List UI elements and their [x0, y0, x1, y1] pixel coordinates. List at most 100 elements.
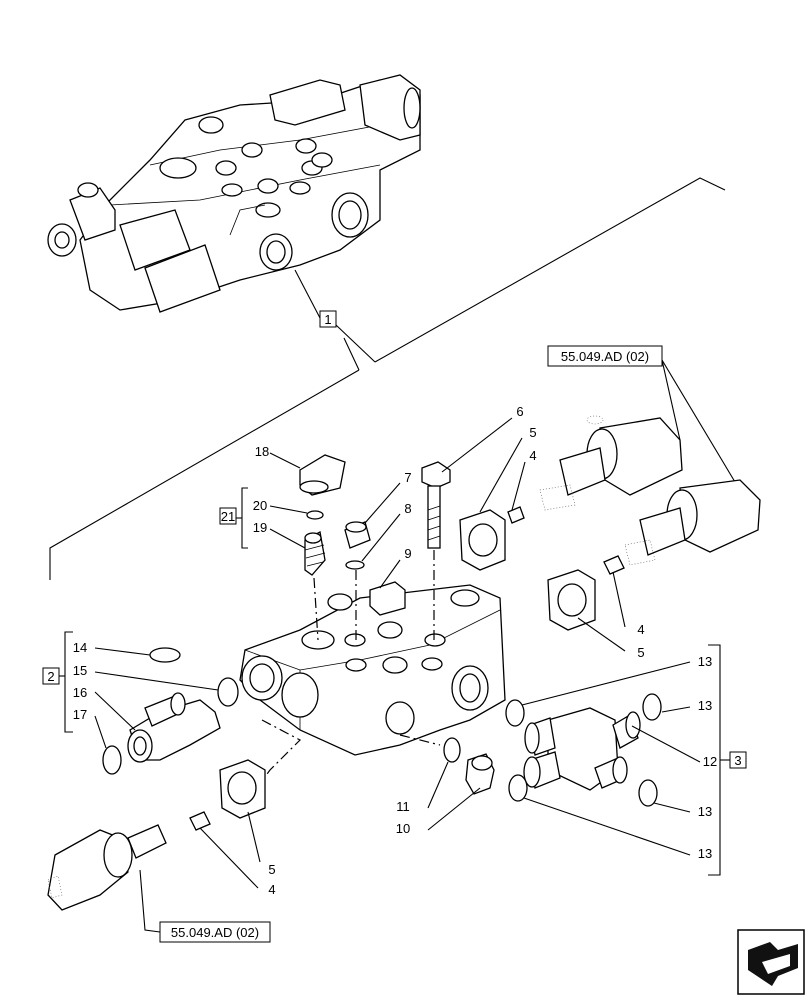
svg-text:2: 2: [47, 669, 54, 684]
centreline-plug: [399, 734, 441, 746]
callout-1[interactable]: 1: [294, 269, 337, 328]
leader-ref-2: [661, 359, 736, 483]
solenoid-cartridge-upper: [539, 415, 683, 511]
svg-text:13: 13: [698, 698, 712, 713]
svg-text:4: 4: [637, 622, 644, 637]
svg-text:13: 13: [698, 654, 712, 669]
callout-13-c[interactable]: 13: [653, 802, 712, 819]
svg-text:11: 11: [396, 799, 410, 814]
svg-text:6: 6: [516, 404, 523, 419]
svg-text:13: 13: [698, 804, 712, 819]
callout-14[interactable]: 14: [73, 640, 151, 656]
svg-text:9: 9: [404, 546, 411, 561]
svg-text:1: 1: [324, 312, 331, 327]
svg-text:10: 10: [396, 821, 410, 836]
navigation-arrow-icon[interactable]: [737, 929, 805, 995]
svg-text:5: 5: [637, 645, 644, 660]
svg-text:4: 4: [529, 448, 536, 463]
bolt: [421, 461, 451, 549]
o-ring-13-upper-left: [505, 699, 525, 727]
plug: [344, 521, 371, 549]
svg-text:13: 13: [698, 846, 712, 861]
callout-6[interactable]: 6: [441, 404, 524, 473]
callout-18[interactable]: 18: [255, 444, 301, 469]
svg-text:12: 12: [703, 754, 717, 769]
o-ring-17: [102, 745, 122, 775]
o-ring-11: [443, 737, 461, 763]
tee-fitting: [523, 707, 641, 791]
callout-20[interactable]: 20: [253, 498, 308, 514]
svg-text:16: 16: [73, 685, 87, 700]
svg-text:8: 8: [404, 501, 411, 516]
callout-4-upper[interactable]: 4: [511, 448, 537, 511]
svg-text:55.049.AD (02): 55.049.AD (02): [561, 349, 649, 364]
callout-5-right[interactable]: 5: [577, 617, 645, 660]
test-coupling: [304, 531, 326, 576]
callout-4-right[interactable]: 4: [612, 571, 645, 637]
valve-body: [239, 581, 506, 756]
reference-label-top-right[interactable]: 55.049.AD (02): [547, 345, 663, 367]
callout-13-a[interactable]: 13: [521, 654, 712, 706]
gasket-upper: [459, 509, 506, 571]
sealing-washer: [345, 560, 365, 570]
o-ring-14: [149, 647, 181, 663]
o-ring-13-upper-right: [642, 693, 662, 721]
callout-10[interactable]: 10: [396, 787, 481, 836]
leader-1-detail: [335, 324, 376, 363]
assembled-valve-illustration: [47, 74, 421, 313]
callout-11[interactable]: 11: [396, 761, 449, 814]
o-ring-20: [306, 510, 324, 520]
o-ring-13-lower-right: [638, 779, 658, 807]
o-ring-13-lower-left: [508, 774, 528, 802]
callout-3[interactable]: 3: [708, 644, 747, 876]
callout-13-d[interactable]: 13: [523, 797, 712, 861]
leader-ref-bottom: [139, 869, 161, 933]
callout-16[interactable]: 16: [73, 685, 136, 731]
callout-9[interactable]: 9: [379, 546, 412, 589]
svg-text:21: 21: [221, 509, 235, 524]
svg-text:3: 3: [734, 753, 741, 768]
solenoid-cartridge-lower: [624, 479, 761, 566]
solenoid-cartridge-left: [47, 824, 167, 911]
svg-text:15: 15: [73, 663, 87, 678]
boundary-join: [343, 337, 360, 371]
callout-19[interactable]: 19: [253, 520, 306, 549]
svg-text:20: 20: [253, 498, 267, 513]
screw-upper: [507, 506, 525, 524]
exploded-boundary-top: [374, 177, 726, 363]
dust-cap: [299, 454, 346, 496]
callout-21[interactable]: 21: [219, 487, 248, 549]
adapter-fitting: [127, 692, 221, 763]
screw-right: [603, 555, 625, 575]
callout-5-lower[interactable]: 5: [247, 811, 276, 877]
exploded-boundary-left: [49, 369, 360, 580]
svg-text:5: 5: [529, 425, 536, 440]
gasket-right: [547, 569, 596, 631]
svg-text:4: 4: [268, 882, 275, 897]
svg-text:5: 5: [268, 862, 275, 877]
reference-label-bottom-left[interactable]: 55.049.AD (02): [159, 921, 271, 943]
screw-lower: [189, 811, 211, 831]
svg-text:18: 18: [255, 444, 269, 459]
callout-8[interactable]: 8: [361, 501, 412, 562]
svg-text:19: 19: [253, 520, 267, 535]
o-ring-15: [217, 677, 239, 707]
gasket-lower: [219, 759, 266, 819]
callout-4-lower[interactable]: 4: [199, 827, 276, 897]
callout-12[interactable]: 12: [631, 725, 717, 769]
centreline-gasket: [254, 719, 302, 791]
plug-10: [465, 753, 495, 795]
svg-text:55.049.AD (02): 55.049.AD (02): [171, 925, 259, 940]
callout-7[interactable]: 7: [364, 470, 412, 524]
svg-text:14: 14: [73, 640, 87, 655]
callout-17[interactable]: 17: [73, 707, 107, 749]
callout-2[interactable]: 2: [42, 631, 73, 733]
leader-ref-1: [661, 359, 681, 441]
svg-text:17: 17: [73, 707, 87, 722]
svg-text:7: 7: [404, 470, 411, 485]
callout-15[interactable]: 15: [73, 663, 219, 691]
callout-13-b[interactable]: 13: [661, 698, 712, 713]
callout-5-upper[interactable]: 5: [479, 425, 537, 513]
